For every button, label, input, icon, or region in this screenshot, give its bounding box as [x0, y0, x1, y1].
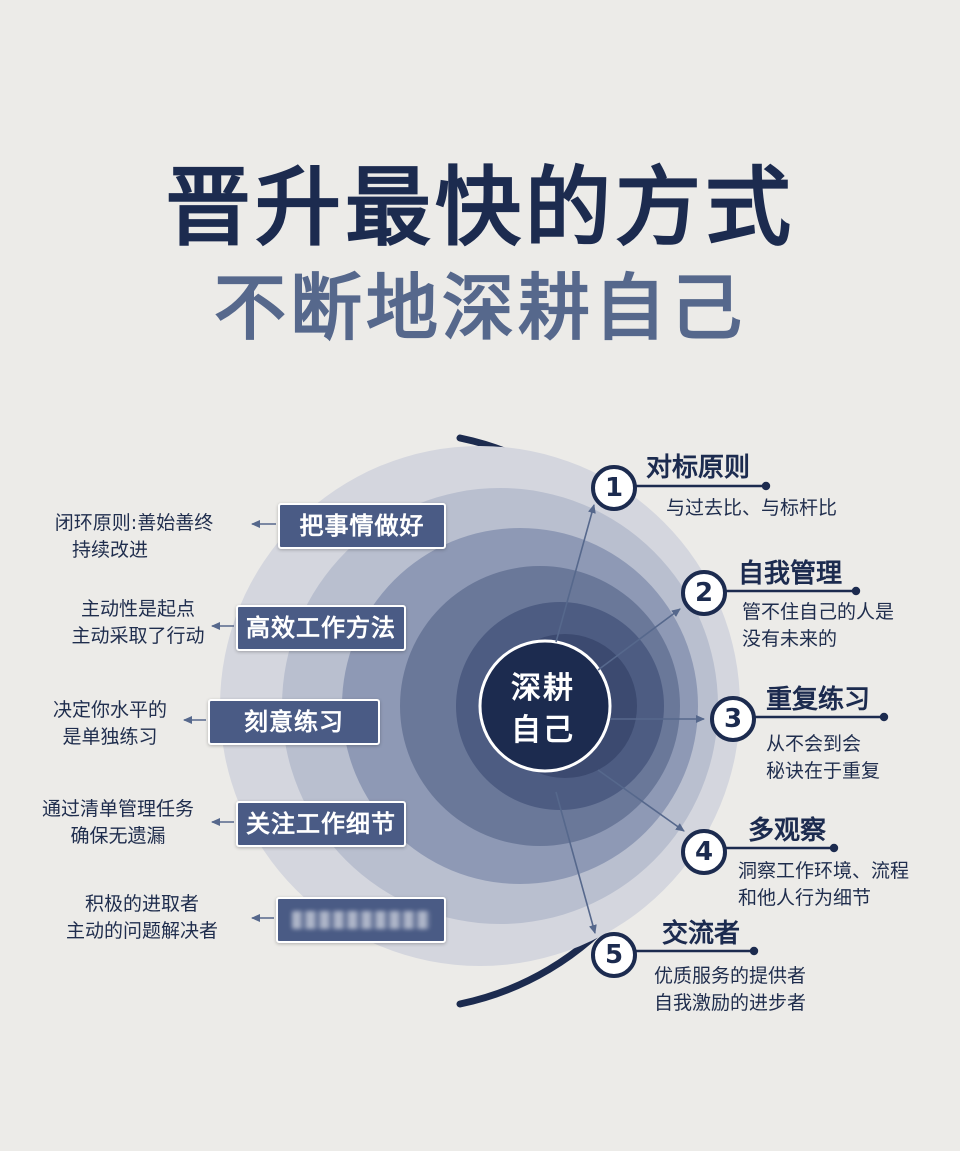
number-circle-1: [591, 465, 637, 511]
right-desc-5-line2: 自我激励的进步者: [654, 992, 807, 1014]
number-4: 4: [694, 837, 714, 867]
left-desc-5-line2: 主动的问题解决者: [65, 920, 218, 942]
center-circle: [478, 639, 612, 773]
left-desc-4-line1: 通过清单管理任务: [41, 798, 194, 820]
right-desc-3-line2: 秘诀在于重复: [766, 760, 881, 782]
right-title-2: 自我管理: [738, 559, 843, 589]
right-desc-4: 洞察工作环境、流程 和他人行为细节: [738, 858, 909, 912]
pill-deliberate-practice: 刻意练习: [208, 699, 380, 745]
number-circles: [591, 465, 756, 978]
underline-dot-1: [761, 481, 771, 491]
arrow-to-4: [597, 769, 685, 832]
left-desc-4-line2: 确保无遗漏: [70, 825, 166, 847]
left-desc-3-line1: 决定你水平的: [52, 699, 167, 721]
arrow-to-1: [555, 504, 596, 643]
right-desc-1-line1: 与过去比、与标杆比: [666, 497, 838, 519]
right-desc-3-line1: 从不会到会: [766, 733, 862, 755]
left-arrows: [183, 520, 276, 922]
left-desc-4: 通过清单管理任务 确保无遗漏: [8, 796, 228, 850]
left-desc-5-line1: 积极的进取者: [84, 893, 199, 915]
right-desc-2-line1: 管不住自己的人是: [742, 601, 895, 623]
right-desc-5-line1: 优质服务的提供者: [654, 965, 807, 987]
right-desc-4-line2: 和他人行为细节: [738, 887, 872, 909]
right-desc-2-line2: 没有未来的: [742, 628, 838, 650]
pill-work-details: 关注工作细节: [236, 801, 406, 847]
connector-arrows: [555, 504, 705, 934]
arrow-to-2: [597, 608, 681, 671]
number-circle-3: [710, 696, 756, 742]
subtitle: 不断地深耕自己: [213, 266, 746, 350]
right-title-3: 重复练习: [766, 685, 871, 715]
number-circle-2: [681, 570, 727, 616]
number-3: 3: [723, 704, 743, 734]
right-desc-2: 管不住自己的人是 没有未来的: [742, 599, 894, 653]
underline-dot-3: [879, 712, 889, 722]
center-label-line1: 深耕: [511, 671, 575, 706]
number-circle-5: [591, 932, 637, 978]
left-desc-5: 积极的进取者 主动的问题解决者: [32, 891, 252, 945]
left-desc-1-line2: 持续改进: [72, 539, 149, 561]
left-desc-2: 主动性是起点 主动采取了行动: [28, 596, 248, 650]
right-desc-1: 与过去比、与标杆比: [666, 495, 837, 522]
right-title-1: 对标原则: [646, 453, 751, 483]
number-5: 5: [604, 940, 624, 970]
arrow-to-5: [555, 791, 597, 934]
right-desc-3: 从不会到会 秘诀在于重复: [766, 731, 880, 785]
title-underlines: [634, 481, 889, 956]
number-2: 2: [694, 578, 714, 608]
left-desc-2-line1: 主动性是起点: [80, 598, 195, 620]
number-circle-4: [681, 829, 727, 875]
left-desc-3: 决定你水平的 是单独练习: [0, 697, 220, 751]
right-title-5: 交流者: [662, 919, 741, 949]
right-desc-4-line1: 洞察工作环境、流程: [738, 860, 910, 882]
left-desc-3-line2: 是单独练习: [62, 726, 158, 748]
center-label: 深耕 自己: [480, 668, 606, 752]
right-desc-5: 优质服务的提供者 自我激励的进步者: [654, 963, 806, 1017]
left-desc-2-line2: 主动采取了行动: [71, 625, 205, 647]
pill-do-things-well: 把事情做好: [278, 503, 446, 549]
underline-dot-4: [829, 843, 839, 853]
pill-blurred: [276, 897, 446, 943]
left-desc-1-line1: 闭环原则:善始善终: [54, 512, 214, 534]
left-desc-1: 闭环原则:善始善终 持续改进: [24, 510, 244, 564]
underline-dot-2: [851, 586, 861, 596]
underline-dot-5: [749, 946, 759, 956]
main-title: 晋升最快的方式: [165, 158, 795, 258]
center-label-line2: 自己: [511, 713, 575, 748]
right-title-4: 多观察: [748, 816, 827, 846]
pill-efficient-methods: 高效工作方法: [236, 605, 406, 651]
number-1: 1: [604, 473, 624, 503]
